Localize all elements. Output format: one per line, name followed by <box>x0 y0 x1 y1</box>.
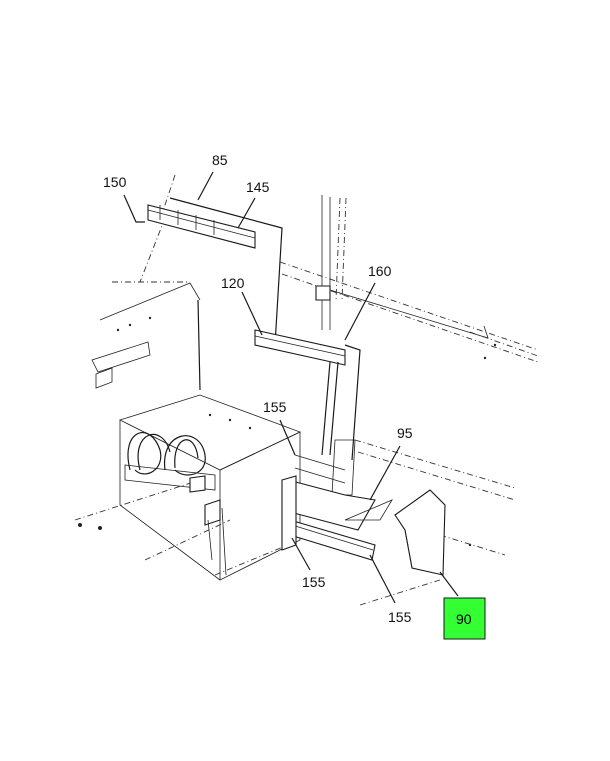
callout-90-highlight[interactable]: 90 <box>443 597 486 640</box>
rivet-dots <box>78 316 497 547</box>
leader-lines <box>123 171 459 604</box>
callout-160: 160 <box>368 263 392 279</box>
callout-145: 145 <box>246 179 270 195</box>
callout-155-top: 155 <box>263 399 287 415</box>
callout-150: 150 <box>103 174 127 190</box>
highlight-box[interactable] <box>443 597 486 640</box>
callout-120: 120 <box>221 275 245 291</box>
lower-bracket-95 <box>281 454 393 561</box>
callout-155-left: 155 <box>302 574 326 590</box>
callout-labels: 150 85 145 160 120 155 95 155 155 <box>103 152 413 625</box>
callout-85: 85 <box>212 152 228 168</box>
battery-box <box>118 394 302 581</box>
callout-95: 95 <box>397 425 413 441</box>
shield-plate-90 <box>394 489 446 576</box>
upper-bracket-145 <box>147 197 283 391</box>
callout-155-right: 155 <box>388 609 412 625</box>
middle-bracket-120 <box>254 329 361 496</box>
frame-rails <box>74 174 539 606</box>
callout-90[interactable]: 90 <box>456 611 472 627</box>
